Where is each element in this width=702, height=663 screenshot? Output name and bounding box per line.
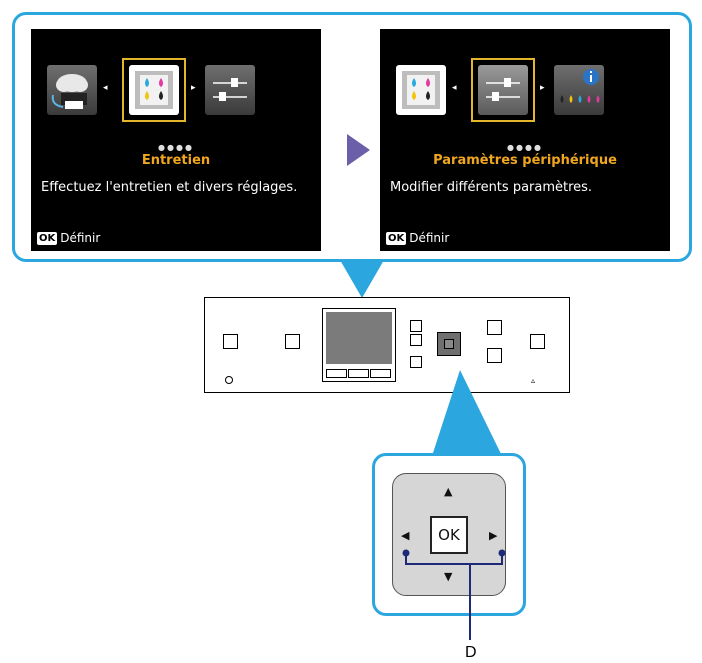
- printer-ok-button[interactable]: [444, 339, 454, 349]
- lcd-screen-maintenance: ◂ ▸ ●●●● Entretien Effectuez l'entretien: [31, 29, 321, 251]
- screen-description: Effectuez l'entretien et divers réglages…: [41, 180, 298, 195]
- selection-frame: [471, 58, 535, 122]
- right-arrow-button[interactable]: ▶: [489, 529, 498, 542]
- home-lamp-icon: ▵: [531, 376, 536, 385]
- panel-button[interactable]: [285, 334, 300, 349]
- ok-badge: OK: [37, 231, 58, 245]
- lcd-function-button[interactable]: [326, 369, 347, 378]
- left-arrow-button[interactable]: ◀: [401, 529, 410, 542]
- ink-info-icon: [554, 65, 604, 115]
- nav-left-arrow-icon: ◂: [103, 83, 108, 93]
- lcd-function-button[interactable]: [370, 369, 391, 378]
- down-arrow-button[interactable]: ▼: [444, 570, 453, 583]
- transition-arrow-icon: [345, 133, 371, 171]
- panel-pointer-icon: [340, 260, 384, 304]
- power-lamp-icon: [225, 376, 233, 384]
- ok-button[interactable]: OK: [430, 516, 468, 554]
- page-indicator: ●●●●: [507, 143, 543, 152]
- zoom-pointer-icon: [432, 370, 502, 460]
- screen-transition-panel: ◂ ▸ ●●●● Entretien Effectuez l'entretien: [12, 12, 692, 262]
- nav-right-arrow-icon: ▸: [540, 83, 545, 93]
- lcd-function-button[interactable]: [348, 369, 369, 378]
- control-pad-zoom: ▲ ▼ ◀ ▶ OK: [372, 453, 526, 616]
- selection-frame: [122, 58, 186, 122]
- printer-control-pad[interactable]: [437, 332, 461, 356]
- panel-button[interactable]: [223, 334, 238, 349]
- ink-cartridges-icon: [396, 65, 446, 115]
- printer-lcd: [322, 308, 396, 382]
- screen-description: Modifier différents paramètres.: [390, 180, 593, 195]
- ink-cartridges-icon: [129, 65, 179, 115]
- ok-badge: OK: [386, 231, 407, 245]
- settings-sliders-icon: [478, 65, 528, 115]
- panel-button[interactable]: [487, 320, 502, 335]
- up-arrow-button[interactable]: ▲: [444, 485, 453, 498]
- nav-right-arrow-icon: ▸: [191, 83, 196, 93]
- lcd-screen-device-settings: ◂ ▸ ●●●● Paramètres périphé: [380, 29, 670, 251]
- ok-hint: OK Définir: [386, 231, 449, 245]
- panel-button[interactable]: [410, 356, 422, 368]
- cloud-print-icon: [47, 65, 97, 115]
- ok-hint: OK Définir: [37, 231, 100, 245]
- ok-hint-label: Définir: [409, 231, 450, 245]
- nav-left-arrow-icon: ◂: [452, 83, 457, 93]
- navigation-pad: ▲ ▼ ◀ ▶ OK: [392, 473, 506, 596]
- printer-operation-panel: ▵: [204, 297, 570, 393]
- printer-lcd-display: [326, 312, 392, 364]
- panel-button[interactable]: [410, 320, 422, 332]
- screen-title: Entretien: [141, 153, 211, 168]
- panel-button[interactable]: [487, 348, 502, 363]
- panel-button[interactable]: [410, 334, 422, 346]
- page-indicator: ●●●●: [158, 143, 194, 152]
- panel-button[interactable]: [530, 334, 545, 349]
- callout-label: D: [465, 644, 477, 661]
- screen-title: Paramètres périphérique: [433, 153, 617, 168]
- settings-sliders-icon: [205, 65, 255, 115]
- ok-hint-label: Définir: [60, 231, 101, 245]
